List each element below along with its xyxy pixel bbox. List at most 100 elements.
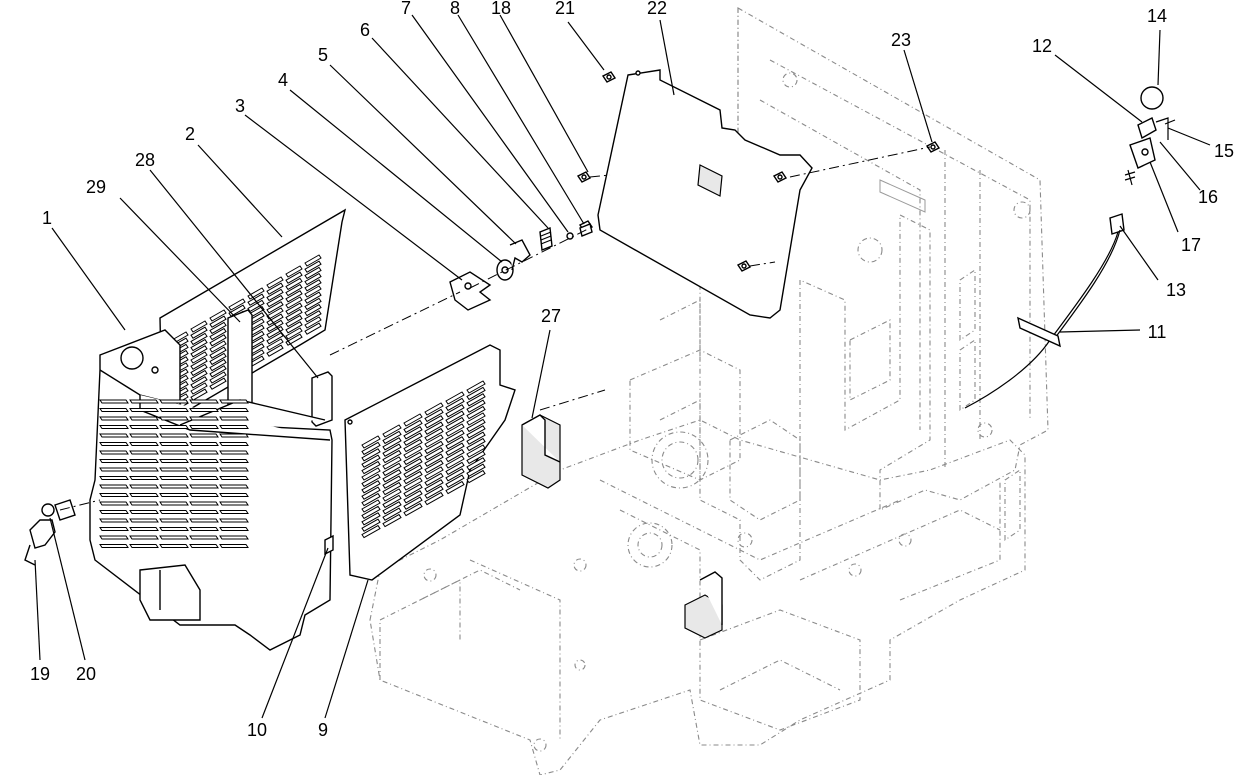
grille-slot bbox=[361, 441, 381, 456]
grille-slot bbox=[266, 288, 284, 302]
grille-slot bbox=[219, 518, 249, 523]
grille-slot bbox=[361, 480, 381, 494]
grille-slot bbox=[382, 469, 402, 483]
callout-29: 29 bbox=[86, 177, 106, 197]
grille-slot bbox=[424, 485, 444, 499]
grille-slot bbox=[285, 265, 303, 278]
grille-slot bbox=[361, 486, 381, 500]
grille-slot bbox=[189, 501, 219, 506]
grille-slot bbox=[190, 376, 208, 389]
grille-slot bbox=[466, 393, 486, 407]
callout-9: 9 bbox=[318, 720, 328, 740]
grille-slot bbox=[228, 304, 246, 317]
grille-slot bbox=[304, 303, 322, 317]
grille-slot bbox=[209, 371, 227, 384]
grille-slot bbox=[361, 512, 381, 526]
callout-20: 20 bbox=[76, 664, 96, 684]
grille-slot bbox=[285, 302, 303, 315]
grille-slot bbox=[159, 425, 189, 429]
grille-slot bbox=[445, 474, 465, 488]
grille-slot bbox=[209, 346, 227, 359]
grille-slot bbox=[266, 294, 284, 308]
grille-slot bbox=[424, 421, 444, 435]
grille-slot bbox=[304, 260, 322, 273]
grille-slot bbox=[209, 352, 227, 366]
grille-slot bbox=[159, 399, 189, 404]
grille-slot bbox=[266, 307, 284, 320]
grille-slot bbox=[361, 492, 381, 507]
grille-slot bbox=[219, 493, 249, 497]
block-27 bbox=[521, 414, 561, 489]
grille-slot bbox=[129, 535, 159, 540]
grille-slot bbox=[403, 470, 423, 485]
grille-slot bbox=[285, 308, 303, 322]
grille-slot bbox=[159, 442, 189, 446]
grille-slot bbox=[209, 358, 227, 372]
grille-slot bbox=[129, 527, 159, 531]
grille-slot bbox=[466, 463, 486, 477]
grille-slot bbox=[190, 363, 208, 377]
grille-slot bbox=[304, 297, 322, 311]
grille-slot bbox=[466, 405, 486, 420]
grille-slot bbox=[189, 450, 219, 455]
grille-slot bbox=[403, 419, 423, 434]
grille-slot bbox=[403, 426, 423, 440]
grille-slot bbox=[403, 496, 423, 510]
grille-slot bbox=[445, 391, 465, 405]
grille-slot bbox=[445, 416, 465, 431]
grille-slot bbox=[445, 404, 465, 418]
grille-slot bbox=[466, 444, 486, 458]
callout-1: 1 bbox=[42, 208, 52, 228]
grille-slot bbox=[445, 410, 465, 424]
grille-slot bbox=[304, 285, 322, 298]
grille-slot bbox=[219, 399, 249, 404]
grille-slot bbox=[99, 527, 129, 531]
grille-slot bbox=[189, 399, 219, 404]
grille-slot bbox=[304, 316, 322, 329]
grille-slot bbox=[424, 491, 444, 506]
grille-slot bbox=[285, 321, 303, 334]
grille-slot bbox=[445, 461, 465, 476]
grille-slot bbox=[466, 431, 486, 445]
grille-slot bbox=[445, 468, 465, 482]
grille-slot bbox=[445, 429, 465, 444]
grille-slot bbox=[403, 451, 423, 466]
grille-slot bbox=[466, 386, 486, 401]
grille-slot bbox=[403, 477, 423, 491]
grille-slot bbox=[424, 440, 444, 455]
grille-slot bbox=[424, 415, 444, 429]
callout-7: 7 bbox=[401, 0, 411, 18]
grille-slot bbox=[285, 277, 303, 291]
grille-slot bbox=[266, 344, 284, 357]
callout-8: 8 bbox=[450, 0, 460, 18]
grille-slot bbox=[285, 283, 303, 297]
grille-slot bbox=[190, 382, 208, 395]
grille-slot bbox=[361, 499, 381, 513]
grille-slot bbox=[382, 481, 402, 496]
grille-slot bbox=[285, 314, 303, 328]
grille-slot bbox=[403, 432, 423, 446]
grille-slot bbox=[382, 501, 402, 515]
grille-slot bbox=[189, 544, 219, 548]
grille-slot bbox=[189, 510, 219, 514]
grille-slot bbox=[285, 296, 303, 309]
grille-slot bbox=[129, 518, 159, 523]
grille-slot bbox=[209, 321, 227, 335]
callout-labels: 1 2 3 4 5 6 7 8 9 10 11 12 13 14 15 16 1… bbox=[30, 0, 1234, 740]
grille-slot bbox=[189, 433, 219, 438]
grille-slot bbox=[129, 450, 159, 455]
grille-slot bbox=[403, 413, 423, 427]
grille-slot bbox=[424, 402, 444, 416]
grille-slot bbox=[403, 502, 423, 517]
grille-slot bbox=[159, 433, 189, 438]
grille-slot bbox=[209, 377, 227, 390]
callout-6: 6 bbox=[360, 20, 370, 40]
grille-slot bbox=[219, 510, 249, 514]
callout-4: 4 bbox=[278, 70, 288, 90]
grille-slot bbox=[99, 544, 129, 548]
callout-19: 19 bbox=[30, 664, 50, 684]
grille-slot bbox=[129, 416, 159, 421]
grille-slot bbox=[382, 475, 402, 489]
grille-slot bbox=[190, 388, 208, 401]
grille-slot bbox=[99, 535, 129, 540]
